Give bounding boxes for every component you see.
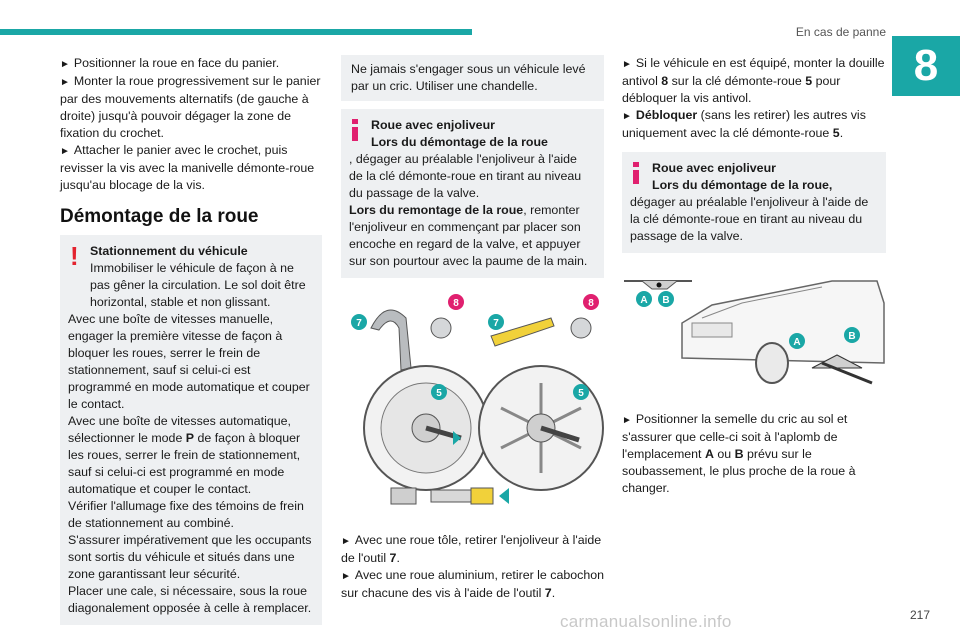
watermark: carmanualsonline.info [560,612,732,631]
label-7: 7 [493,318,499,329]
warning-text: S'assurer impérativement que les occupan… [68,533,312,581]
info-text: Lors du démontage de la roue, [652,178,833,192]
info-title: Roue avec enjoliveur [652,161,776,175]
section-heading: Démontage de la roue [60,206,259,227]
arrow-icon: ► [341,571,351,582]
info-box: Roue avec enjoliveur Lors du démontage d… [341,109,604,278]
arrow-icon: ► [60,146,70,157]
label-5: 5 [578,388,584,399]
arrow-icon: ► [622,111,632,122]
jack-position-illustration: A B A B [622,263,886,393]
info-text: , dégager au préalable l'enjoliveur à l'… [349,152,582,200]
info-text: Lors du remontage de la roue, remonter l… [349,203,588,268]
info-title: Roue avec enjoliveur [371,118,495,132]
label-8: 8 [588,298,594,309]
wheel-tools-illustration: 7 8 5 7 8 5 [341,288,604,524]
warning-text: Immobiliser le véhicule de façon à ne pa… [90,261,306,309]
step-item: ►Si le véhicule en est équipé, monter la… [622,56,885,105]
arrow-icon: ► [60,59,70,70]
warning-text: Vérifier l'allumage fixe des témoins de … [68,499,304,530]
label-7: 7 [356,318,362,329]
page-number: 217 [909,608,930,622]
label-a: A [640,295,647,306]
section-title: En cas de panne [795,25,886,39]
step-item: ►Avec une roue aluminium, retirer le cab… [341,568,605,600]
step-item: ►Attacher le panier avec le crochet, pui… [60,143,315,192]
column-3: ►Si le véhicule en est équipé, monter la… [622,55,886,497]
step-item: ►Positionner la semelle du cric au sol e… [622,412,856,495]
warning-text: Avec une boîte de vitesses manuelle, eng… [68,312,310,411]
arrow-icon: ► [622,415,632,426]
jack-position-drawing: A B A B [624,280,885,385]
label-a: A [793,337,800,348]
arrow-icon: ► [622,59,632,70]
arrow-icon: ► [60,77,70,88]
column-1: ►Positionner la roue en face du panier. … [60,55,322,625]
info-text: dégager au préalable l'enjoliveur à l'ai… [630,195,869,243]
warning-text: Avec une boîte de vitesses automatique, … [68,414,301,496]
warning-title: Stationnement du véhicule [90,244,248,258]
column-2: Ne jamais s'engager sous un véhicule lev… [341,55,604,602]
chapter-badge: 8 [892,36,960,96]
warning-exclamation-icon: ! [70,241,79,271]
wheel-tools-drawing: 7 8 5 7 8 5 [351,294,604,505]
info-text: Lors du démontage de la roue [371,135,548,149]
label-8: 8 [453,298,459,309]
info-icon [632,162,640,189]
step-item: ►Avec une roue tôle, retirer l'enjoliveu… [341,533,602,565]
note-box: Ne jamais s'engager sous un véhicule lev… [341,55,604,101]
step-item: ►Débloquer (sans les retirer) les autres… [622,108,866,140]
label-5: 5 [436,388,442,399]
label-b: B [848,331,855,342]
header-accent-bar [0,29,472,35]
info-box: Roue avec enjoliveur Lors du démontage d… [622,152,886,253]
info-icon [351,119,359,146]
warning-box: ! Stationnement du véhicule Immobiliser … [60,235,322,625]
label-b: B [662,295,669,306]
step-item: ►Positionner la roue en face du panier. [60,56,280,70]
note-text: Ne jamais s'engager sous un véhicule lev… [351,62,586,93]
step-item: ►Monter la roue progressivement sur le p… [60,74,321,140]
arrow-icon: ► [341,536,351,547]
warning-text: Placer une cale, si nécessaire, sous la … [68,584,312,615]
